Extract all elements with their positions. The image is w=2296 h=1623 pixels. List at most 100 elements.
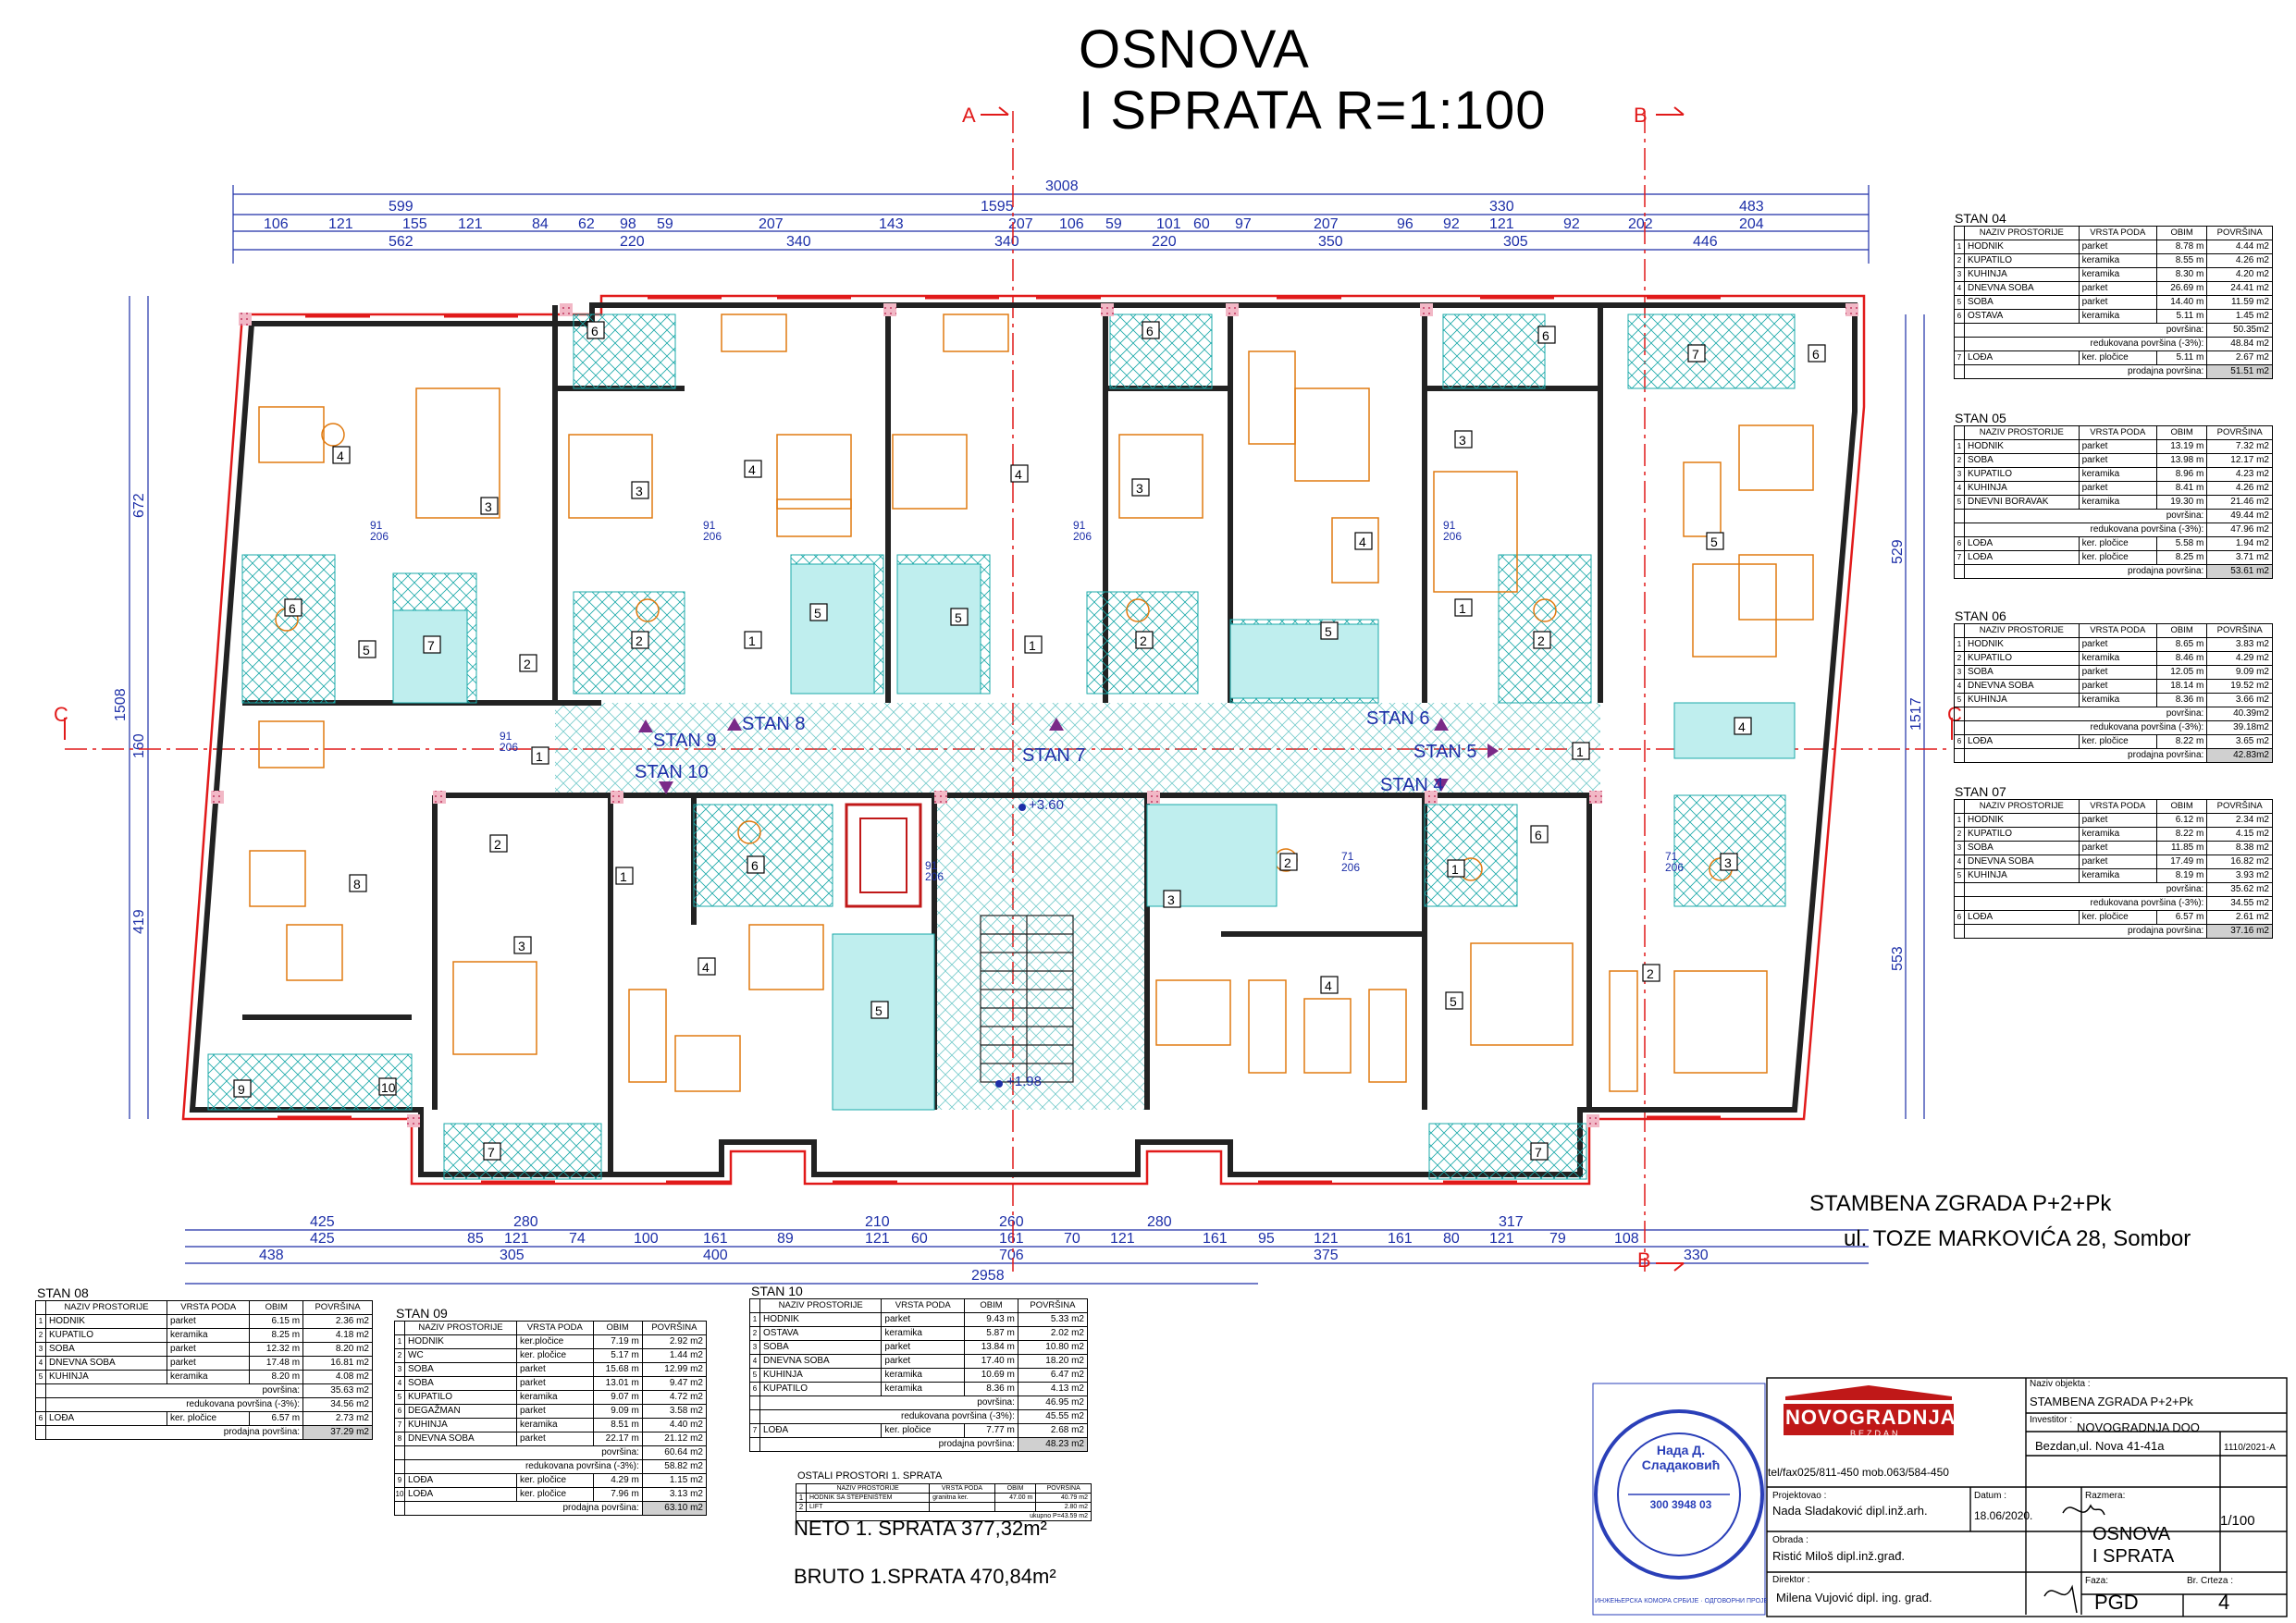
svg-text:2: 2 [1284, 855, 1291, 870]
svg-text:5: 5 [1325, 624, 1332, 639]
svg-text:161: 161 [1388, 1231, 1413, 1247]
svg-text:10: 10 [381, 1080, 396, 1095]
label-projektovao: Projektovao : [1772, 1491, 1827, 1501]
svg-text:2: 2 [1140, 633, 1147, 648]
svg-text:121: 121 [1489, 1231, 1514, 1247]
svg-text:207: 207 [1008, 216, 1033, 232]
svg-text:C: C [54, 703, 68, 726]
svg-text:6: 6 [1146, 324, 1154, 338]
crtez-name: OSNOVA [2092, 1524, 2171, 1544]
naziv-objekta: STAMBENA ZGRADA P+2+Pk [2030, 1395, 2193, 1408]
label-datum: Datum : [1974, 1491, 2007, 1501]
svg-text:4: 4 [1015, 467, 1022, 482]
svg-text:672: 672 [131, 493, 147, 518]
label-investitor: Investitor : [2030, 1415, 2073, 1425]
svg-text:317: 317 [1499, 1214, 1524, 1230]
company-phone: tel/fax025/811-450 mob.063/584-450 [1768, 1466, 1949, 1479]
label-stan-4: STAN 4 [1380, 775, 1444, 795]
svg-text:5: 5 [875, 1003, 883, 1018]
stan05-title: STAN 05 [1955, 411, 2006, 425]
svg-text:5: 5 [814, 606, 821, 621]
svg-text:3: 3 [1167, 892, 1175, 907]
svg-text:419: 419 [131, 909, 147, 934]
svg-text:3: 3 [1136, 481, 1143, 496]
svg-text:121: 121 [328, 216, 353, 232]
svg-text:121: 121 [504, 1231, 529, 1247]
svg-text:6: 6 [1812, 347, 1820, 362]
svg-text:330: 330 [1684, 1248, 1709, 1263]
stan07-title: STAN 07 [1955, 784, 2006, 799]
svg-text:425: 425 [310, 1231, 335, 1247]
svg-text:206: 206 [1073, 530, 1092, 543]
svg-text:6: 6 [591, 324, 599, 338]
svg-text:1: 1 [748, 633, 756, 648]
svg-text:7: 7 [1692, 347, 1699, 362]
svg-text:106: 106 [264, 216, 289, 232]
svg-text:60: 60 [1193, 216, 1210, 232]
svg-text:121: 121 [865, 1231, 890, 1247]
svg-text:160: 160 [131, 733, 147, 758]
svg-text:375: 375 [1314, 1248, 1339, 1263]
svg-text:59: 59 [657, 216, 673, 232]
svg-text:4: 4 [1359, 535, 1366, 549]
elevator [845, 803, 922, 908]
svg-text:7: 7 [488, 1145, 495, 1160]
svg-text:71: 71 [1341, 850, 1354, 863]
svg-text:121: 121 [1314, 1231, 1339, 1247]
svg-text:3: 3 [636, 484, 643, 498]
project-name: STAMBENA ZGRADA P+2+Pk [1809, 1191, 2112, 1216]
svg-text:3: 3 [518, 939, 525, 953]
logo-mark [1784, 1385, 1954, 1435]
svg-text:206: 206 [1665, 861, 1684, 874]
svg-text:425: 425 [310, 1214, 335, 1230]
svg-text:350: 350 [1318, 234, 1343, 250]
svg-text:6: 6 [289, 601, 296, 616]
svg-text:446: 446 [1693, 234, 1718, 250]
svg-text:91: 91 [370, 519, 383, 532]
svg-text:4: 4 [1738, 719, 1746, 734]
dim-seg4: 483 [1739, 199, 1764, 215]
svg-text:529: 529 [1890, 539, 1906, 564]
svg-text:206: 206 [370, 530, 389, 543]
svg-text:59: 59 [1105, 216, 1122, 232]
dim-seg2: 1595 [981, 199, 1014, 215]
svg-text:6: 6 [1535, 828, 1542, 842]
svg-text:5: 5 [1710, 535, 1718, 549]
svg-text:9: 9 [238, 1082, 245, 1097]
ostali-title: OSTALI PROSTORI 1. SPRATA [797, 1470, 943, 1482]
svg-text:155: 155 [402, 216, 427, 232]
svg-text:280: 280 [1147, 1214, 1172, 1230]
label-stan-5: STAN 5 [1413, 742, 1477, 762]
label-razmera: Razmera: [2085, 1491, 2126, 1501]
svg-text:1: 1 [1459, 601, 1466, 616]
svg-text:706: 706 [999, 1248, 1024, 1263]
svg-text:2: 2 [636, 633, 643, 648]
datum: 18.06/2020. [1974, 1509, 2033, 1522]
svg-text:5: 5 [955, 610, 962, 625]
svg-text:B: B [1637, 1248, 1651, 1272]
svg-text:400: 400 [703, 1248, 728, 1263]
svg-text:91: 91 [925, 859, 938, 872]
svg-text:79: 79 [1549, 1231, 1566, 1247]
svg-text:62: 62 [578, 216, 595, 232]
drawing-subtitle: I SPRATA R=1:100 [1079, 80, 1547, 141]
stamp-number: 300 3948 03 [1649, 1498, 1712, 1511]
label-faza: Faza: [2085, 1576, 2109, 1586]
direktor: Milena Vujović dipl. ing. građ. [1776, 1591, 1932, 1605]
